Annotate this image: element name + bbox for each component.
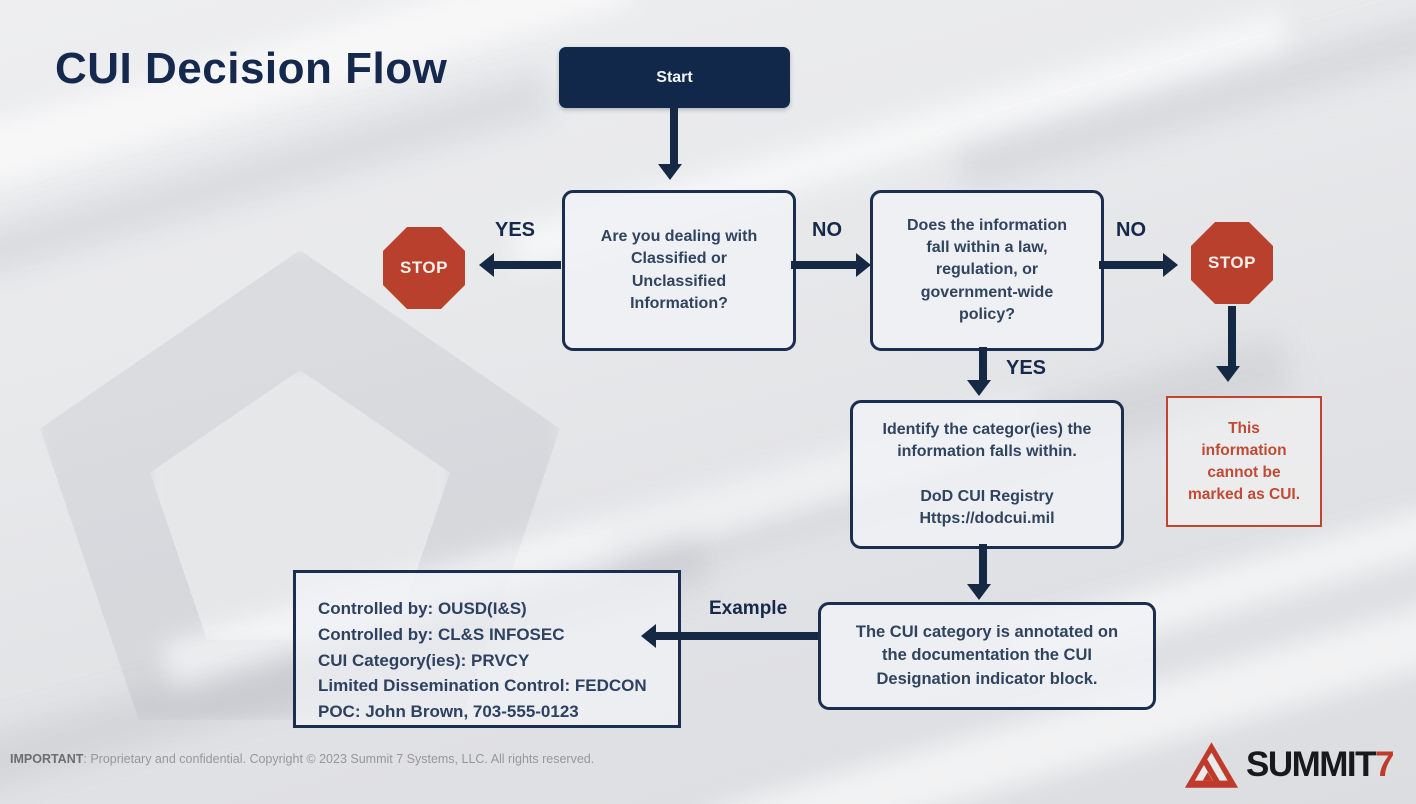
arrow-start-down xyxy=(670,108,678,166)
arrowhead-example-left xyxy=(638,624,656,648)
footer-disclaimer: IMPORTANT: Proprietary and confidential.… xyxy=(10,752,594,766)
arrow-stop2-down xyxy=(1228,306,1236,366)
label-no-2: NO xyxy=(1116,219,1146,241)
label-yes-2: YES xyxy=(1006,357,1047,379)
decision-box-law: Does the information fall within a law, … xyxy=(870,190,1104,351)
label-example: Example xyxy=(709,598,788,619)
footer-important-label: IMPORTANT xyxy=(10,752,84,766)
start-node: Start xyxy=(559,47,790,108)
summit7-logo-seven: 7 xyxy=(1375,745,1394,784)
arrowhead-no-right-2 xyxy=(1163,253,1181,277)
label-no-1: NO xyxy=(812,219,842,241)
summit7-logo-icon xyxy=(1183,740,1240,790)
arrowhead-identify-down xyxy=(967,584,991,603)
arrowhead-yes-left xyxy=(476,253,494,277)
arrowhead-start-down xyxy=(658,164,682,183)
page-title: CUI Decision Flow xyxy=(55,44,448,93)
stop-sign-1: STOP xyxy=(383,227,465,309)
identify-category-box: Identify the categor(ies) the informatio… xyxy=(850,400,1124,549)
arrow-example-left xyxy=(652,632,818,640)
arrow-yes-left xyxy=(490,261,561,269)
arrow-identify-down xyxy=(979,544,987,584)
example-designation-box: Controlled by: OUSD(I&S) Controlled by: … xyxy=(293,570,681,728)
label-yes-1: YES xyxy=(495,219,536,241)
decision-box-classified: Are you dealing with Classified or Uncla… xyxy=(562,190,796,351)
summit7-logo-text: SUMMIT7 xyxy=(1246,745,1395,784)
cannot-mark-cui-box: This information cannot be marked as CUI… xyxy=(1166,396,1322,527)
arrowhead-no-right-1 xyxy=(856,253,874,277)
arrowhead-stop2-down xyxy=(1216,366,1240,385)
arrowhead-yes2-down xyxy=(967,380,991,399)
footer-text: : Proprietary and confidential. Copyrigh… xyxy=(83,752,595,766)
annotate-category-box: The CUI category is annotated on the doc… xyxy=(818,602,1156,710)
arrow-no-right-2 xyxy=(1099,261,1163,269)
summit7-logo: SUMMIT7 xyxy=(1183,740,1395,790)
arrow-yes2-down xyxy=(979,347,987,380)
stop-sign-2: STOP xyxy=(1191,222,1273,304)
arrow-no-right-1 xyxy=(791,261,856,269)
